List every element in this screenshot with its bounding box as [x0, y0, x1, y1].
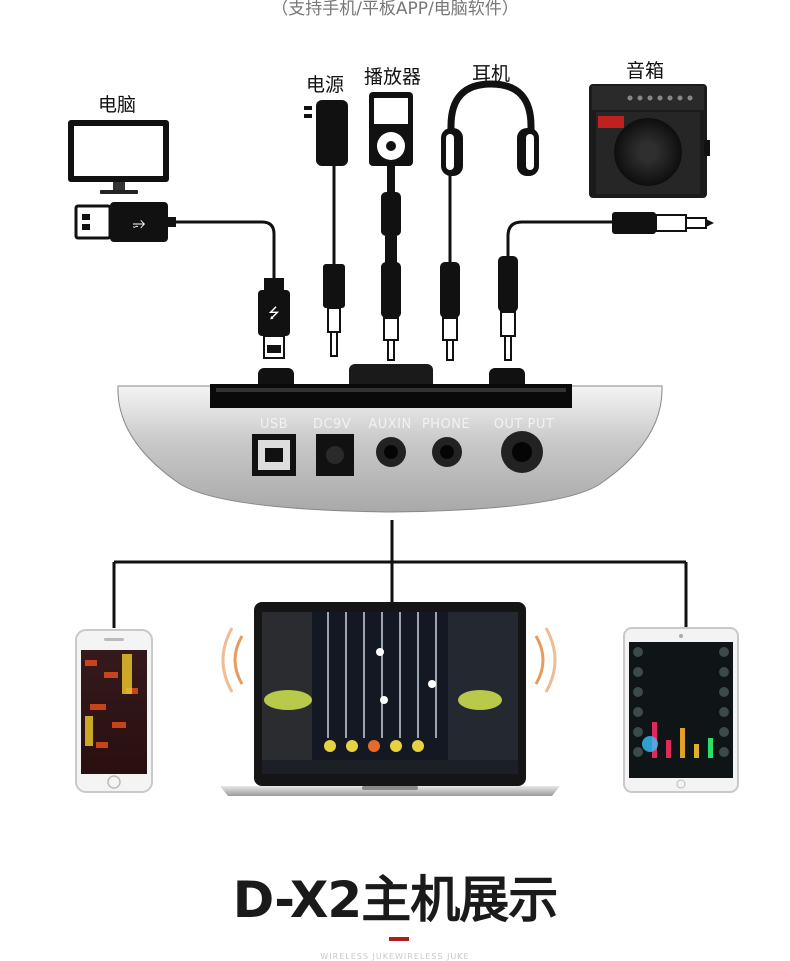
port-label-output: OUT PUT	[494, 417, 555, 432]
label-power: 电源	[306, 74, 345, 96]
smartphone-icon	[75, 629, 153, 793]
support-caption: （支持手机/平板APP/电脑软件）	[271, 0, 519, 19]
speaker-amp-icon	[589, 84, 710, 198]
title-underline	[389, 937, 409, 941]
port-label-auxin: AUXIN	[368, 417, 411, 432]
footer-text: WIRELESS JUKEWIRELESS JUKE	[320, 952, 470, 961]
power-adapter-icon	[304, 100, 348, 357]
port-label-phone: PHONE	[422, 417, 470, 432]
port-label-dc9v: DC9V	[313, 417, 351, 432]
usb-b-plug-icon: ⭍	[258, 278, 290, 359]
svg-text:⭌: ⭌	[133, 213, 146, 232]
monitor-icon	[68, 120, 169, 194]
label-headphones: 耳机	[472, 63, 511, 85]
label-speaker: 音箱	[626, 60, 665, 82]
dx2-device	[117, 364, 663, 513]
guitar-jack-plug-icon	[498, 212, 714, 361]
label-computer: 电脑	[98, 94, 137, 116]
svg-text:⭍: ⭍	[268, 306, 280, 322]
label-player: 播放器	[364, 66, 422, 88]
usb-plug-icon: ⭌	[74, 202, 176, 242]
product-title: D-X2主机展示	[232, 871, 558, 929]
laptop-icon	[220, 602, 560, 796]
connection-diagram: ⭌ ⭍	[68, 80, 739, 796]
tablet-icon	[623, 627, 739, 793]
headphones-icon	[440, 80, 539, 361]
player-icon	[369, 92, 413, 361]
port-label-usb: USB	[260, 417, 288, 432]
